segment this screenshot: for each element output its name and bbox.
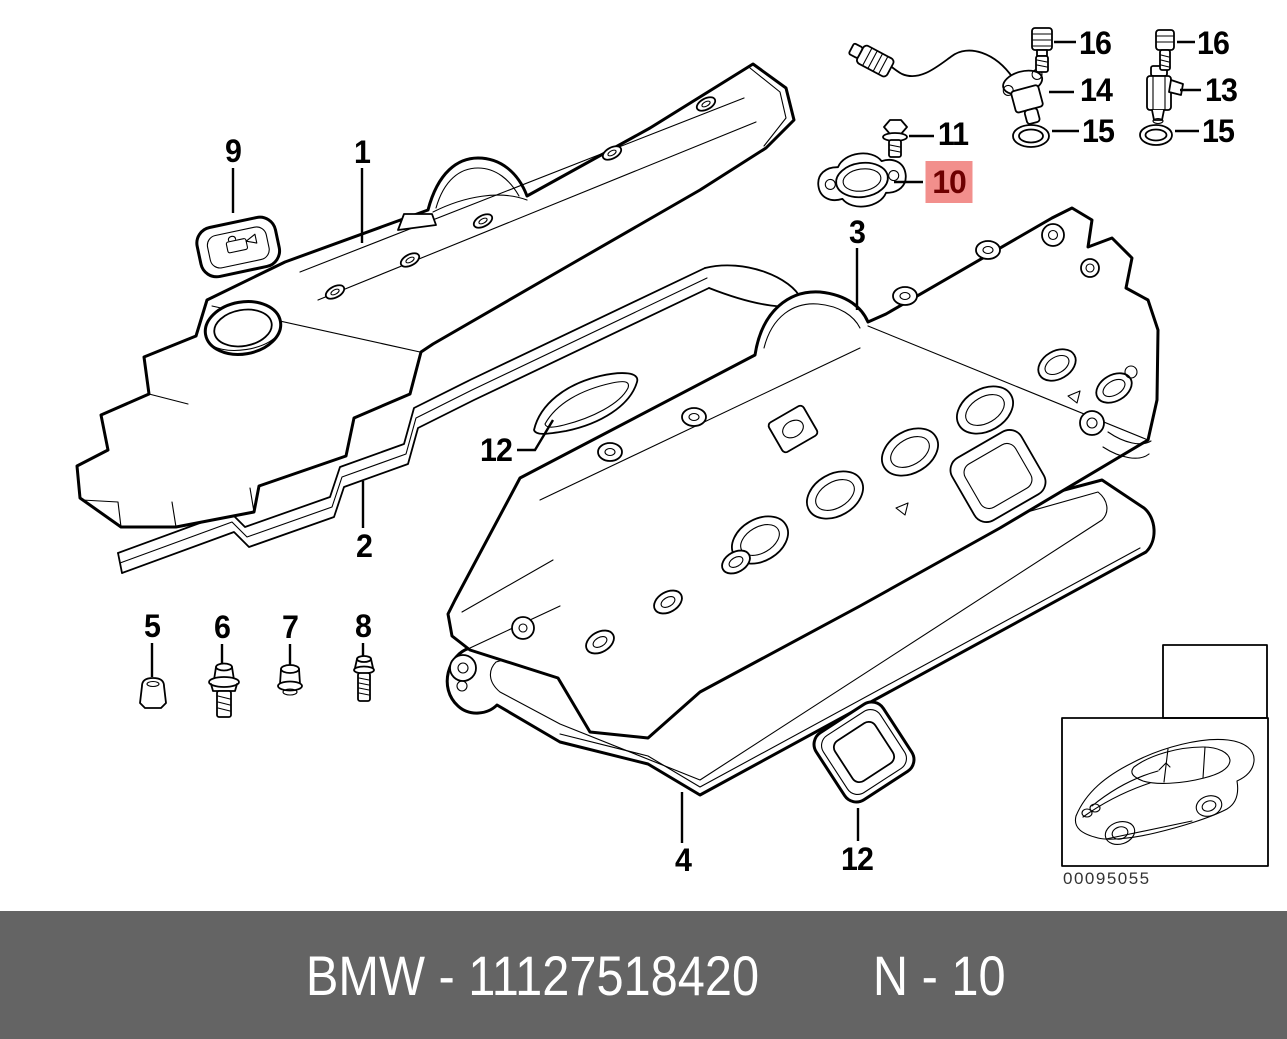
- oil-filler-cap-drawing: [195, 215, 282, 279]
- cover-top-bolt-holes: [597, 240, 1001, 462]
- callout-12-lower[interactable]: 12: [841, 841, 874, 877]
- callout-16-right[interactable]: 16: [1197, 25, 1230, 61]
- image-code: 00095055: [1063, 869, 1151, 888]
- vehicle-thumbnail: [1061, 644, 1269, 867]
- callout-14[interactable]: 14: [1080, 72, 1113, 108]
- callout-11[interactable]: 11: [937, 116, 969, 152]
- oil-filler-neck: [203, 300, 283, 356]
- callout-9[interactable]: 9: [225, 133, 242, 169]
- grommet-part7-drawing: [277, 664, 303, 696]
- o-ring-part15-right-drawing: [1139, 124, 1173, 146]
- o-ring-part15-left-drawing: [1012, 124, 1050, 148]
- car-icon: [1074, 738, 1255, 845]
- footer-part-number: BMW - 11127518420: [305, 943, 759, 1007]
- callout-4[interactable]: 4: [675, 842, 692, 878]
- screw-part8-drawing: [353, 655, 375, 702]
- callout-2[interactable]: 2: [356, 528, 373, 564]
- cover-end-bolt-ears: [449, 616, 535, 682]
- callout-3[interactable]: 3: [849, 214, 866, 250]
- profile-gasket-drawing: [533, 372, 639, 435]
- chain-case-opening: [949, 429, 1047, 523]
- flange-gasket-part10-drawing: [817, 152, 907, 208]
- callout-7[interactable]: 7: [282, 609, 299, 645]
- cover-bolt-bosses: [324, 96, 717, 300]
- bolt-part11-drawing: [882, 119, 908, 158]
- valve-cover-right-drawing: [446, 206, 1160, 740]
- camshaft-sensor-part14-drawing: [848, 42, 1044, 125]
- callout-10-highlighted[interactable]: 10: [925, 161, 973, 203]
- valve-cover-left-drawing: [75, 62, 796, 529]
- square-gasket-drawing: [812, 700, 916, 804]
- leader-lines: [150, 40, 1201, 843]
- spark-plug-holes: [585, 549, 751, 655]
- callout-13[interactable]: 13: [1205, 72, 1238, 108]
- thumbnail-car-box: [1061, 717, 1269, 867]
- callout-15-right[interactable]: 15: [1202, 113, 1235, 149]
- callout-12-upper[interactable]: 12: [480, 432, 513, 468]
- cover-end-features: [1037, 223, 1152, 459]
- sensor-connector: [848, 42, 895, 78]
- thumbnail-upper-box: [1162, 644, 1268, 719]
- callout-1[interactable]: 1: [354, 134, 371, 170]
- screw-part16-right-drawing: [1155, 29, 1175, 71]
- camshaft-sensor-part13-drawing: [1146, 65, 1184, 125]
- callout-15-left[interactable]: 15: [1082, 113, 1115, 149]
- footer-sheet-ref: N - 10: [872, 943, 1006, 1007]
- callout-16-left[interactable]: 16: [1079, 25, 1112, 61]
- footer-banner: BMW - 11127518420 N - 10: [0, 911, 1287, 1039]
- cover-boss-square: [767, 404, 819, 454]
- screw-part16-left-drawing: [1031, 27, 1053, 73]
- callout-8[interactable]: 8: [355, 608, 372, 644]
- parts-diagram-art: [75, 27, 1269, 867]
- bolt-part6-drawing: [208, 662, 240, 718]
- plug-part5-drawing: [139, 677, 167, 709]
- oil-can-icon: [225, 233, 258, 254]
- callout-5[interactable]: 5: [144, 608, 161, 644]
- coil-well-openings: [731, 385, 1014, 565]
- callout-6[interactable]: 6: [214, 609, 231, 645]
